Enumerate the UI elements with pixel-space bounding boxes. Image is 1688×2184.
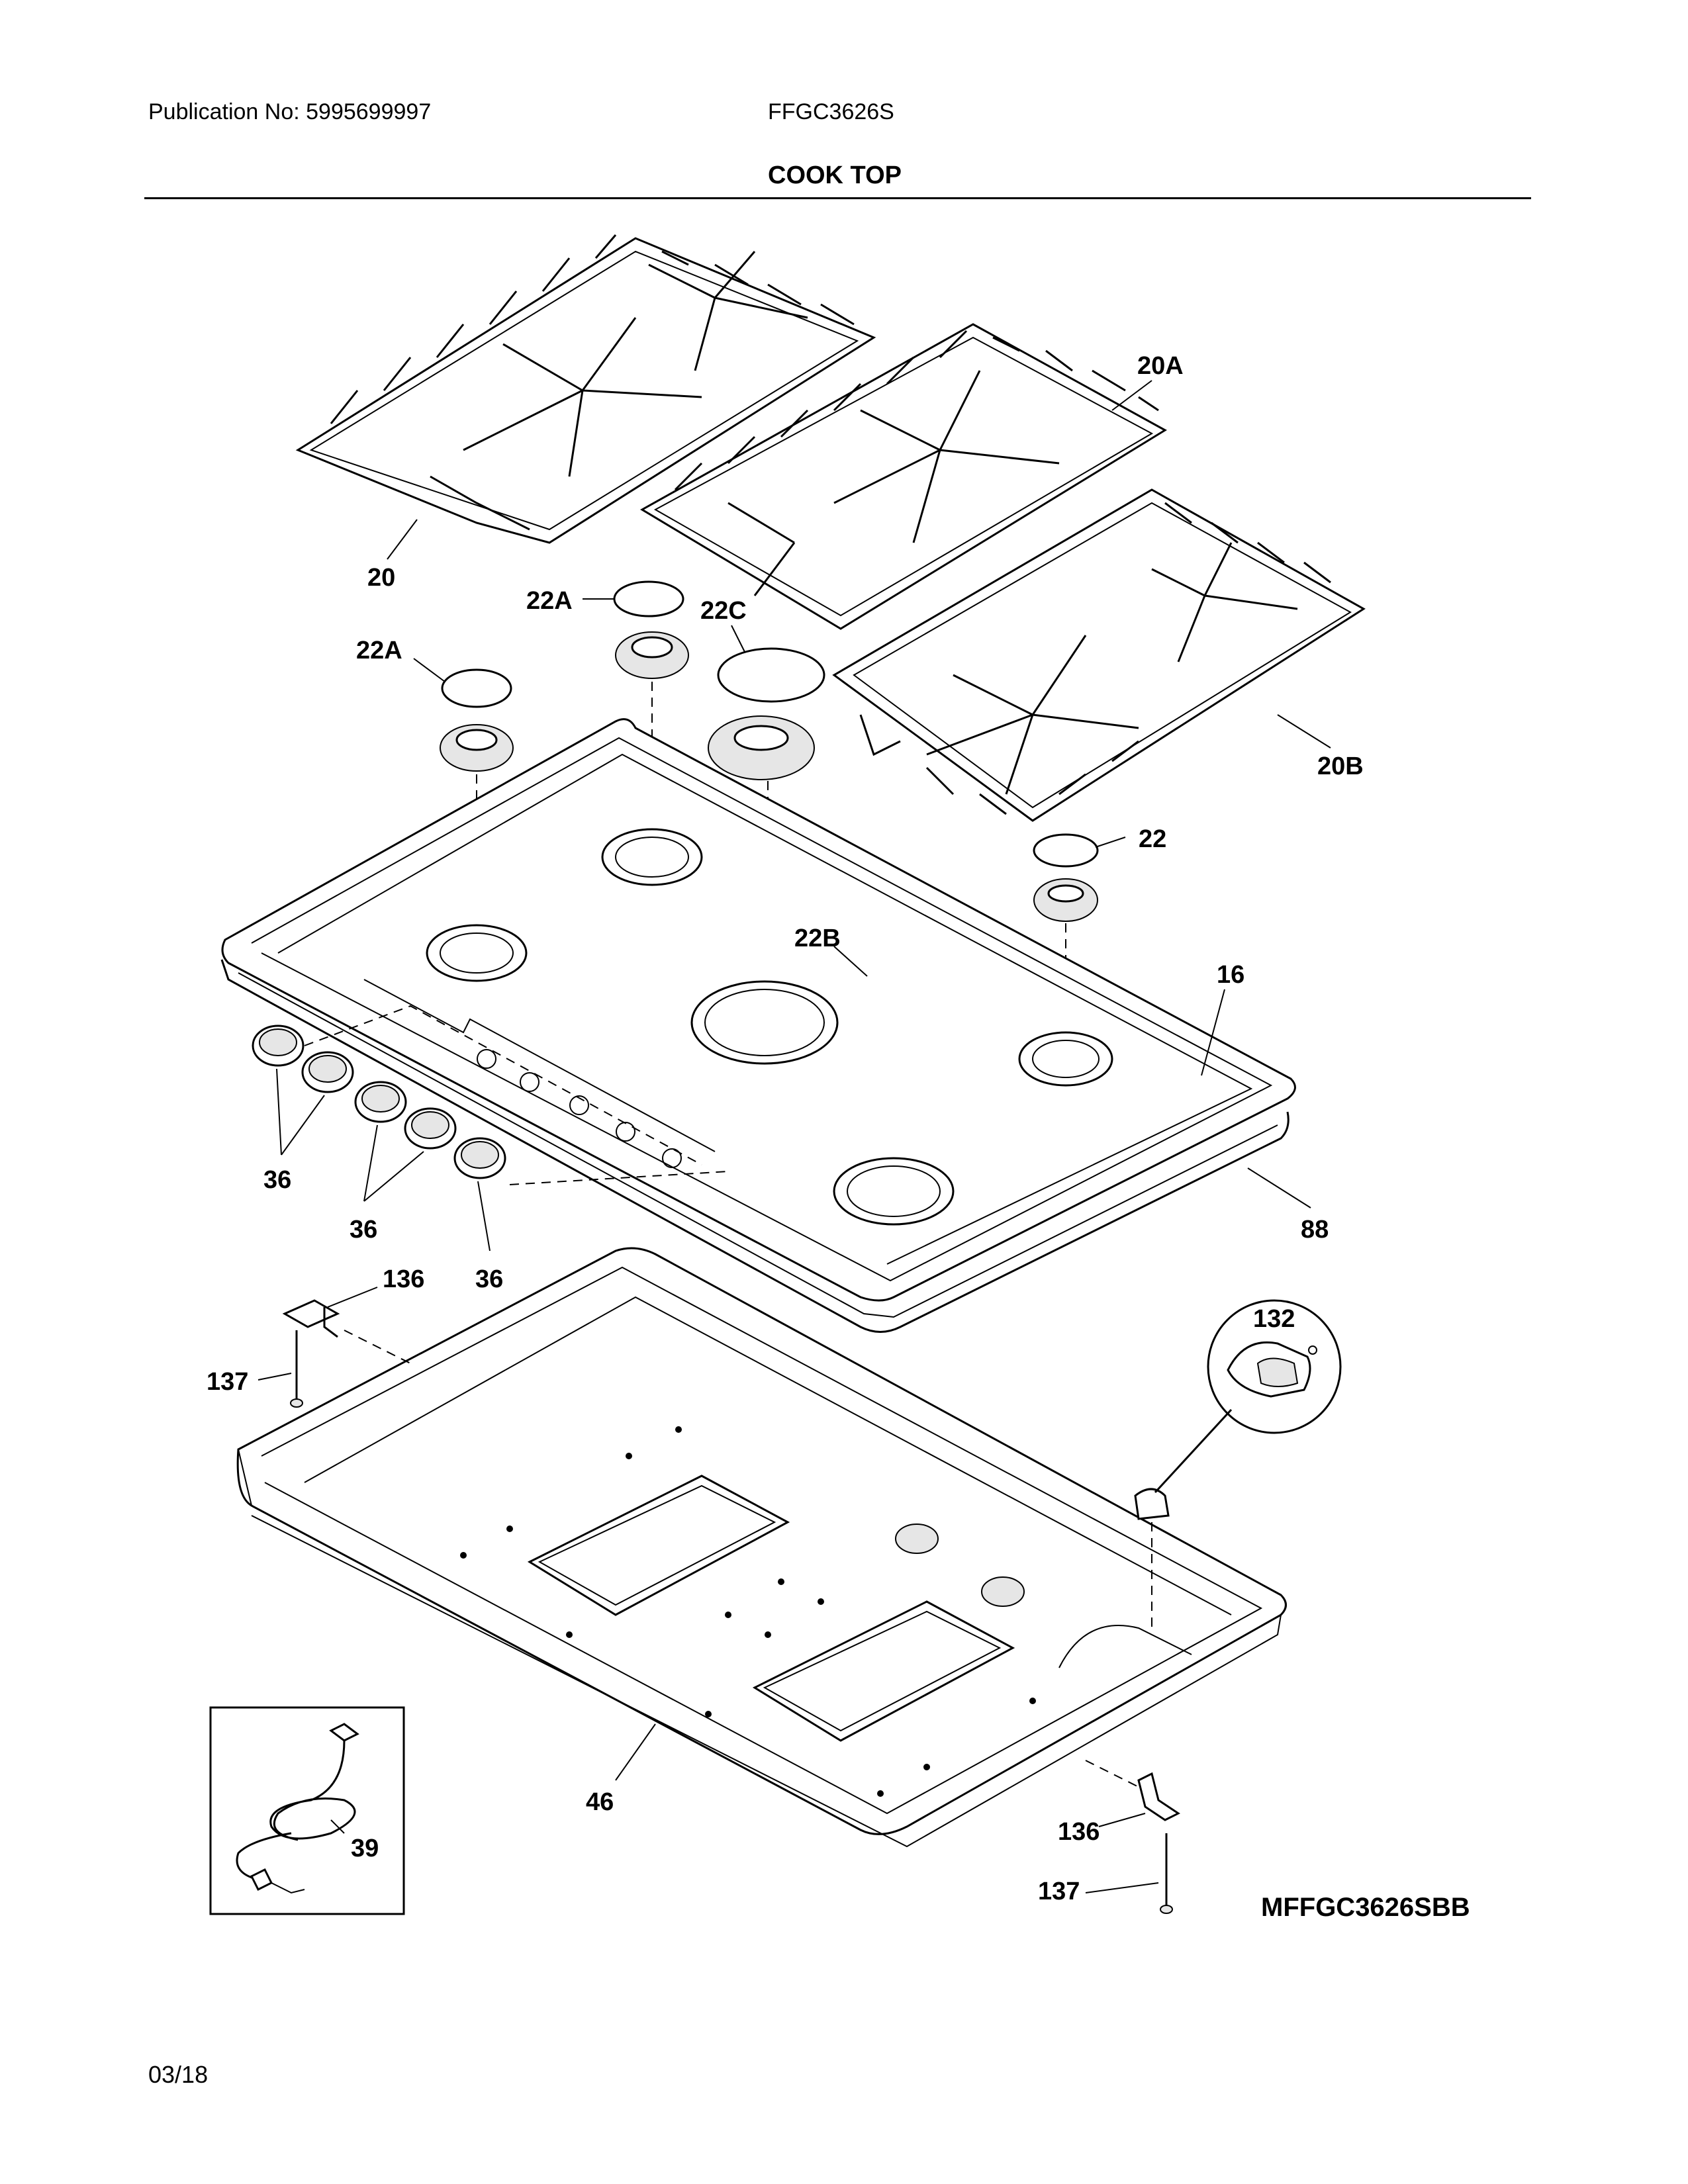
model-number: FFGC3626S [768,99,894,124]
callout-136-bottom: 136 [1058,1818,1100,1846]
header-rule [144,197,1531,199]
callout-36-b: 36 [350,1216,377,1244]
power-cord-39 [209,1706,405,1915]
callout-36-a: 36 [263,1166,291,1194]
callout-22a-left: 22A [356,637,402,664]
publication-number: Publication No: 5995699997 [148,99,432,124]
leader-lines [258,380,1331,1893]
callout-132: 132 [1253,1305,1295,1333]
callout-20: 20 [367,564,395,592]
callout-16: 16 [1217,961,1244,989]
igniter-132 [1134,1488,1170,1520]
callout-137-bottom: 137 [1038,1878,1080,1905]
callout-36-c: 36 [475,1265,503,1293]
callout-46: 46 [586,1788,614,1816]
screw-137-top [290,1330,303,1408]
grate-20 [295,234,876,544]
callout-22c: 22C [700,597,747,625]
diagram-code: MFFGC3626SBB [1261,1893,1470,1922]
burner-head-mid [615,631,689,679]
burner-head-left [440,724,514,772]
callout-22: 22 [1139,825,1166,853]
bracket-136-bottom [1137,1772,1180,1821]
burner-cap-22a-mid [613,580,684,617]
control-knobs-36 [252,1024,506,1179]
publication-date: 03/18 [148,2061,209,2088]
callout-20b: 20B [1317,752,1364,780]
cooktop-main-top-16 [221,718,1296,1302]
callout-136-top: 136 [383,1265,424,1293]
igniter-detail-132 [1207,1299,1342,1434]
gasket-88 [220,959,1289,1333]
screw-137-bottom [1160,1833,1173,1914]
callout-22a-mid: 22A [526,587,573,615]
callout-39: 39 [351,1835,379,1862]
grate-20a [640,323,1167,630]
callout-20a: 20A [1137,352,1184,380]
callout-88: 88 [1301,1216,1329,1244]
section-title: COOK TOP [768,161,902,189]
callout-22b: 22B [794,925,841,952]
burner-cap-22a-left [441,668,512,708]
burner-head-22c [708,715,815,780]
burner-cap-22c [717,647,825,703]
burner-head-22 [1033,878,1098,922]
base-pan-46 [236,1247,1287,1848]
grate-20b [832,488,1366,822]
bracket-136-top [282,1299,340,1338]
burner-cap-22 [1033,833,1099,868]
callout-137-top: 137 [207,1368,248,1396]
